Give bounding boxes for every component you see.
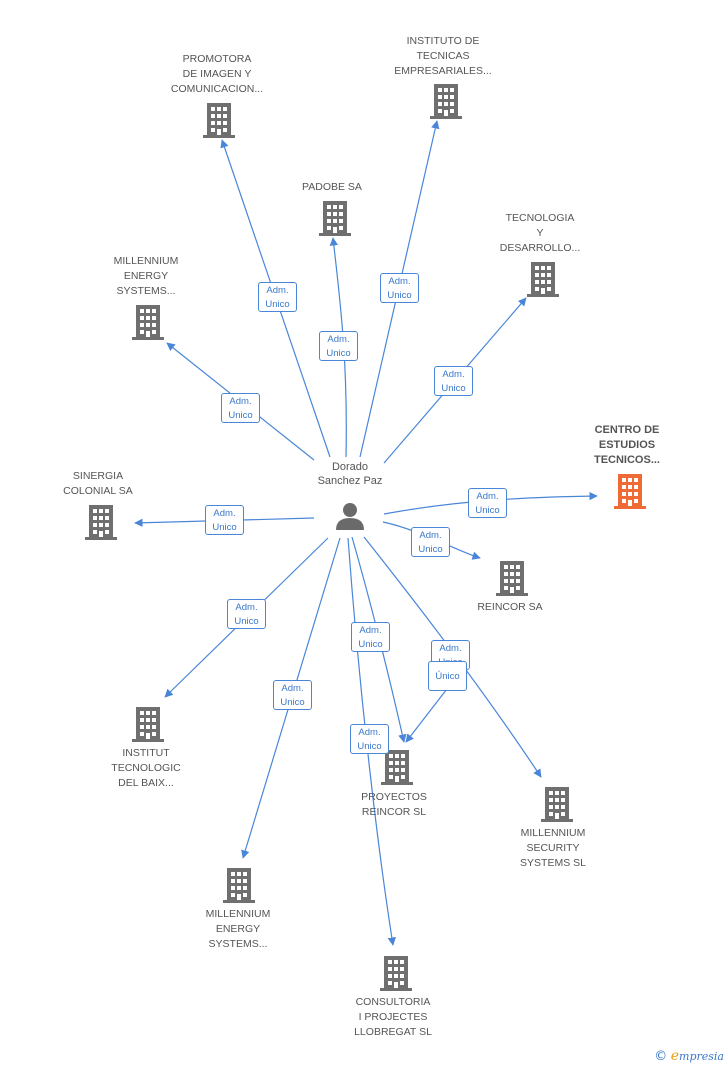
brand-name[interactable]: mpresia [679,1050,724,1063]
company-label-promotora[interactable]: PROMOTORA DE IMAGEN Y COMUNICACION... [170,53,264,95]
building-icon[interactable] [496,561,528,596]
relation-badge[interactable]: Adm. Unico [351,622,390,652]
relation-badge[interactable]: Adm. Unico [205,505,244,535]
building-icon[interactable] [380,956,412,991]
company-label-consultoria[interactable]: CONSULTORIA I PROJECTES LLOBREGAT SL [354,996,432,1038]
relation-role: Adm. [476,491,499,502]
relation-role: Adm. [281,683,304,694]
relation-type: Unico [280,697,305,708]
relation-type: Único [435,671,460,682]
relation-badge[interactable]: Único [428,661,467,691]
building-icon[interactable] [527,262,559,297]
relation-badge[interactable]: Adm. Unico [468,488,507,518]
company-label-proyectos[interactable]: PROYECTOS REINCOR SL [361,791,427,818]
building-icon[interactable] [541,787,573,822]
relation-badge[interactable]: Adm. Unico [350,724,389,754]
building-icon[interactable] [614,474,646,509]
building-icon[interactable] [381,750,413,785]
company-label-institut[interactable]: INSTITUT TECNOLOGIC DEL BAIX... [111,747,181,789]
relation-role: Adm. [266,285,289,296]
company-label-instituto[interactable]: INSTITUTO DE TECNICAS EMPRESARIALES... [394,35,492,77]
relation-role: Adm. [229,396,252,407]
brand-initial: e [670,1048,680,1064]
relation-role: Adm. [388,276,411,287]
company-label-padobe[interactable]: PADOBE SA [302,181,362,193]
company-label-reincor[interactable]: REINCOR SA [477,601,543,613]
relation-role: Adm. [359,625,382,636]
person-name[interactable]: Dorado Sanchez Paz [317,461,383,487]
building-icon[interactable] [223,868,255,903]
relation-badge[interactable]: Adm. Unico [319,331,358,361]
company-label-millennium_energy_1[interactable]: MILLENNIUM ENERGY SYSTEMS... [113,255,179,297]
building-icon[interactable] [85,505,117,540]
building-icon[interactable] [430,84,462,119]
relation-type: Unico [265,299,290,310]
relation-role: Adm. [327,334,350,345]
company-label-tecnologia[interactable]: TECNOLOGIA Y DESARROLLO... [499,212,581,254]
copyright-footer: © empresia [654,1048,724,1064]
relation-type: Unico [441,383,466,394]
relation-type: Unico [418,544,443,555]
relation-type: Unico [357,741,382,752]
building-icon[interactable] [203,103,235,138]
relation-role: Adm. [358,727,381,738]
relation-type: Unico [212,522,237,533]
relation-type: Unico [326,348,351,359]
relation-badge[interactable]: Adm. Unico [434,366,473,396]
company-label-centro[interactable]: CENTRO DE ESTUDIOS TECNICOS... [593,424,660,466]
company-label-millennium_security[interactable]: MILLENNIUM SECURITY SYSTEMS SL [520,827,586,869]
relation-badge[interactable]: Adm. Unico [258,282,297,312]
building-icon[interactable] [132,707,164,742]
relation-badge[interactable]: Adm. Unico [273,680,312,710]
relation-badge[interactable]: Adm. Unico [411,527,450,557]
relation-type: Unico [475,505,500,516]
relation-role: Adm. [419,530,442,541]
relation-type: Unico [387,290,412,301]
company-label-millennium_energy_2[interactable]: MILLENNIUM ENERGY SYSTEMS... [205,908,271,950]
relation-type: Unico [228,410,253,421]
company-label-sinergia[interactable]: SINERGIA COLONIAL SA [63,470,133,497]
person-icon[interactable] [336,503,364,530]
building-icon[interactable] [132,305,164,340]
relation-badge[interactable]: Adm. Unico [221,393,260,423]
relation-type: Unico [234,616,259,627]
building-icon[interactable] [319,201,351,236]
copyright-icon: © [654,1049,668,1064]
relation-role: Adm. [442,369,465,380]
relation-role: Adm. [213,508,236,519]
relation-type: Unico [358,639,383,650]
relation-badge[interactable]: Adm. Unico [227,599,266,629]
edge-line-consultoria [347,537,396,946]
relation-role: Adm. [439,643,462,654]
relation-role: Adm. [235,602,258,613]
relation-badge[interactable]: Adm. Unico [380,273,419,303]
